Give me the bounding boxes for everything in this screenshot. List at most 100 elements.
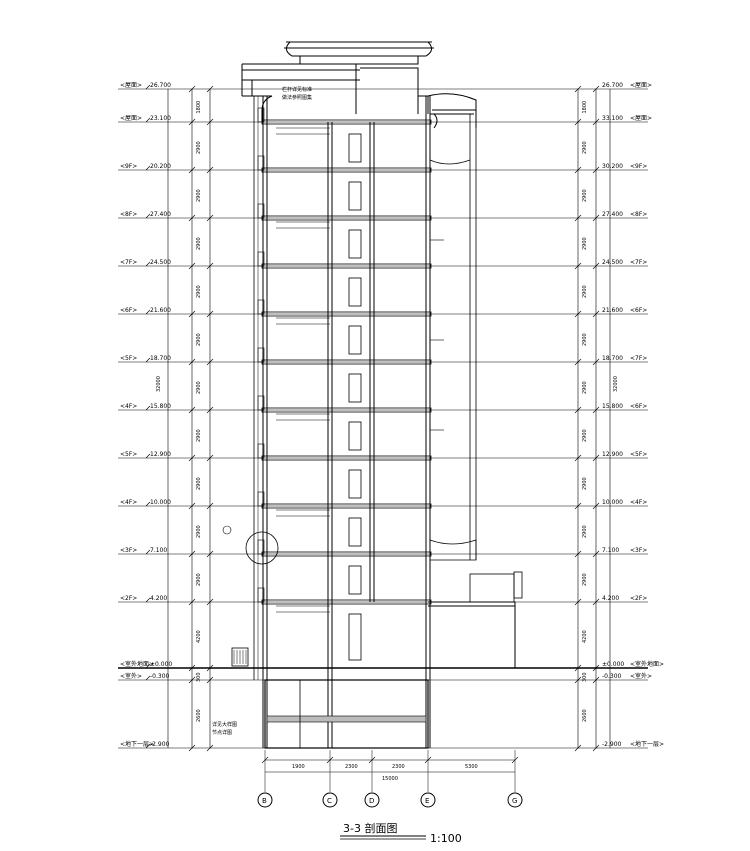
dim-tick-2-11 (574, 598, 582, 606)
door-11 (348, 613, 362, 661)
level-tag-right-9: <4F> (630, 499, 647, 506)
level-arrow-left-1 (145, 117, 151, 123)
dim-tick-0-13 (188, 676, 196, 684)
drawing-title: 3-3 剖面图 (343, 821, 397, 835)
door-8 (348, 469, 362, 499)
ac-unit (231, 647, 249, 667)
roof-left-cornice (241, 63, 360, 114)
floor-height-l-6: 2900 (196, 381, 202, 394)
dim-tick-2-3 (574, 214, 582, 222)
level-elev-left-1: 23.100 (150, 115, 171, 122)
floor-height-r-1: 2900 (582, 141, 588, 154)
door-4 (348, 277, 362, 307)
dim-tick-1-4 (206, 262, 214, 270)
level-tag-right-14: <地下一层> (630, 740, 664, 748)
dim-tick-2-12 (574, 664, 582, 672)
left-eaves (242, 95, 273, 122)
level-tag-right-5: <6F> (630, 307, 647, 314)
level-elev-right-8: 12.900 (602, 451, 623, 458)
dim-tick-2-2 (574, 166, 582, 174)
floor-height-l-4: 2900 (196, 285, 202, 298)
level-arrow-left-0 (145, 84, 151, 90)
level-arrow-left-5 (145, 309, 151, 315)
bay-dim-4: 5300 (465, 764, 478, 770)
level-elev-left-3: 27.400 (150, 211, 171, 218)
level-elev-left-5: 21.600 (150, 307, 171, 314)
floor-height-l-11: 4200 (196, 630, 202, 643)
dim-tick-3-12 (592, 664, 600, 672)
level-elev-left-11: 4.200 (150, 595, 167, 602)
level-elev-left-7: 15.800 (150, 403, 171, 410)
level-tag-left-11: <2F> (120, 595, 137, 602)
annex-roof (428, 601, 516, 668)
level-arrow-left-4 (145, 261, 151, 267)
dim-tick-2-13 (574, 676, 582, 684)
floor-height-l-8: 2900 (196, 477, 202, 490)
level-tag-left-8: <5F> (120, 451, 137, 458)
detail-callout-bubble (222, 525, 232, 535)
dim-tick-3-8 (592, 454, 600, 462)
dim-tick-0-3 (188, 214, 196, 222)
dim-tick-0-6 (188, 358, 196, 366)
dim-tick-3-10 (592, 550, 600, 558)
level-tag-right-7: <6F> (630, 403, 647, 410)
level-tag-left-1: <屋面> (120, 115, 142, 122)
door-3 (348, 229, 362, 259)
door-5 (348, 325, 362, 355)
dim-tick-0-9 (188, 502, 196, 510)
level-arrow-left-14 (145, 743, 151, 749)
dim-tick-3-5 (592, 310, 600, 318)
dim-tick-1-8 (206, 454, 214, 462)
level-elev-right-9: 10.000 (602, 499, 623, 506)
balcony-rail-5 (257, 299, 265, 315)
level-elev-left-13: -0.300 (150, 673, 170, 680)
balcony-rail-3 (257, 203, 265, 219)
balcony-rail-10 (257, 539, 265, 555)
dim-tick-0-7 (188, 406, 196, 414)
total-dim: 15000 (382, 776, 398, 782)
dim-tick-1-13 (206, 676, 214, 684)
dim-tick-3-14 (592, 744, 600, 752)
dim-tick-0-11 (188, 598, 196, 606)
balcony-rail-1 (257, 107, 265, 123)
dim-tick-1-2 (206, 166, 214, 174)
bay-dim-1: 1900 (292, 764, 305, 770)
dim-tick-1-6 (206, 358, 214, 366)
dim-tick-1-10 (206, 550, 214, 558)
dim-tick-0-0 (188, 85, 196, 93)
dim-tick-2-7 (574, 406, 582, 414)
dim-tick-1-3 (206, 214, 214, 222)
floor-height-l-12: 300 (196, 672, 202, 682)
dim-tick-0-14 (188, 744, 196, 752)
level-arrow-left-9 (145, 501, 151, 507)
dim-tick-0-10 (188, 550, 196, 558)
level-tag-left-10: <3F> (120, 547, 137, 554)
level-tag-right-11: <2F> (630, 595, 647, 602)
level-elev-right-3: 27.400 (602, 211, 623, 218)
level-elev-left-9: 10.000 (150, 499, 171, 506)
note-top-2: 做法参照图集 (282, 94, 312, 101)
level-arrow-left-7 (145, 405, 151, 411)
floor-height-r-3: 2900 (582, 237, 588, 250)
floor-height-r-4: 2900 (582, 285, 588, 298)
level-arrow-left-6 (145, 357, 151, 363)
dim-tick-2-1 (574, 118, 582, 126)
level-tag-left-4: <7F> (120, 259, 137, 266)
level-tag-left-6: <5F> (120, 355, 137, 362)
door-9 (348, 517, 362, 547)
level-tag-left-14: <地下一层> (120, 740, 154, 748)
basement-slab (266, 715, 427, 723)
door-6 (348, 373, 362, 403)
floor-height-l-9: 2900 (196, 525, 202, 538)
level-tag-left-0: <屋面> (120, 82, 142, 89)
dim-tick-3-11 (592, 598, 600, 606)
dim-tick-1-9 (206, 502, 214, 510)
floor-height-r-11: 4200 (582, 630, 588, 643)
axis-label-g: G (512, 797, 517, 805)
dim-tick-3-4 (592, 262, 600, 270)
level-tag-right-10: <3F> (630, 547, 647, 554)
bay-dim-2: 2300 (345, 764, 358, 770)
dim-tick-0-8 (188, 454, 196, 462)
annex-post (513, 571, 523, 599)
